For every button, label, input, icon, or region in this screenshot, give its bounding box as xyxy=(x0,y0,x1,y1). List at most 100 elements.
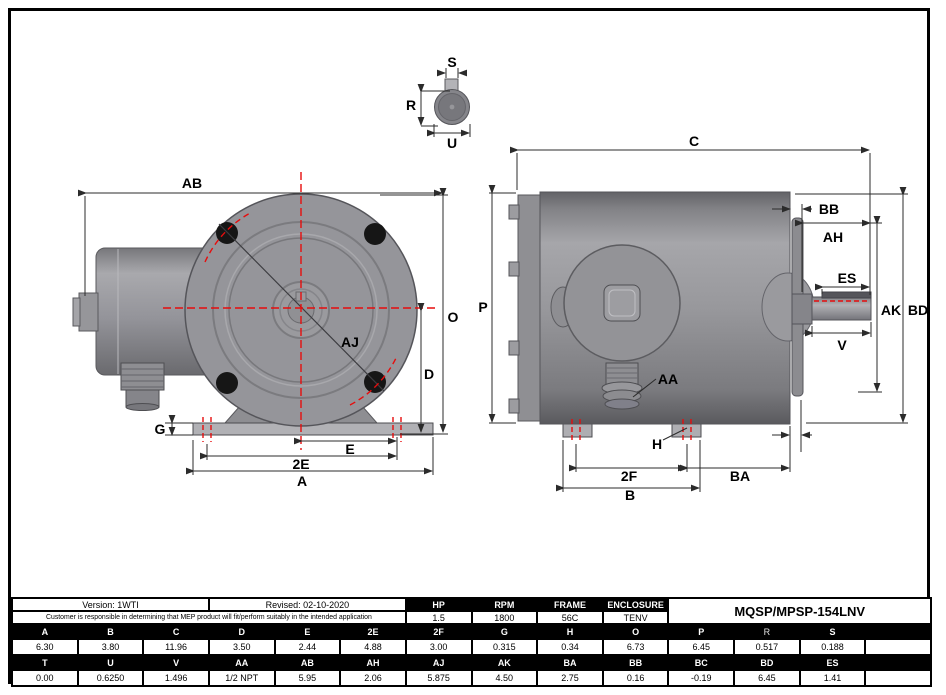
dim-value: 0.00 xyxy=(12,670,78,686)
dim-value: -0.19 xyxy=(668,670,735,686)
conduit-stub xyxy=(78,292,99,332)
shaft-center-dot xyxy=(449,104,455,110)
bolt-circle-arc xyxy=(349,355,398,406)
dim-header: O xyxy=(602,624,669,639)
dim-value: 5.875 xyxy=(405,670,472,686)
dim-label-2f: 2F xyxy=(621,468,638,484)
dim-value xyxy=(865,670,931,686)
dim-value: 6.45 xyxy=(668,639,735,655)
dim-label-c: C xyxy=(689,133,699,149)
dim-header: U xyxy=(77,655,144,670)
dim-value: 4.50 xyxy=(471,670,538,686)
dim-label-p: P xyxy=(478,299,487,315)
dim-header xyxy=(865,624,931,639)
dim-header: ES xyxy=(799,655,866,670)
dim-header: B xyxy=(77,624,144,639)
dim-value: 0.315 xyxy=(471,639,538,655)
dim-header: BA xyxy=(537,655,603,670)
dim-label-ab: AB xyxy=(182,175,202,191)
front-view-dims xyxy=(78,188,448,475)
spec-value: 1.5 xyxy=(405,611,472,624)
dim-label-ba: BA xyxy=(730,468,750,484)
dim-label-bb: BB xyxy=(819,201,839,217)
dim-value: 3.00 xyxy=(405,639,472,655)
bolt-hole xyxy=(364,223,386,245)
rear-end-plate xyxy=(517,194,541,422)
dim-header: AK xyxy=(471,655,538,670)
dim-header: E xyxy=(274,624,341,639)
bolt-hole xyxy=(216,372,238,394)
dim-label-ak: AK xyxy=(881,302,901,318)
dim-label-u: U xyxy=(447,135,457,151)
dim-value: 4.88 xyxy=(340,639,406,655)
dim-value: 1/2 NPT xyxy=(208,670,275,686)
dim-value: 3.80 xyxy=(77,639,144,655)
dim-value: 0.16 xyxy=(602,670,669,686)
technical-drawing: S R U xyxy=(72,54,928,503)
dim-header: A xyxy=(12,624,78,639)
dim-label-2e: 2E xyxy=(292,456,309,472)
dimension-table: Version: 1WTI Revised: 02-10-2020 HP RPM… xyxy=(11,597,932,687)
dim-label-o: O xyxy=(448,309,459,325)
dim-header: BC xyxy=(668,655,735,670)
spec-value: TENV xyxy=(602,611,669,624)
bolt-circle-arc xyxy=(204,211,253,263)
dim-header: 2F xyxy=(405,624,472,639)
dim-header: C xyxy=(143,624,209,639)
dim-value: 6.45 xyxy=(734,670,800,686)
dim-label-s: S xyxy=(447,54,456,70)
version-cell: Version: 1WTI xyxy=(12,598,209,611)
h-leader xyxy=(662,427,688,441)
spec-header: FRAME xyxy=(537,598,603,611)
dim-header: BB xyxy=(602,655,669,670)
dim-label-v: V xyxy=(837,337,847,353)
dim-label-g: G xyxy=(155,421,166,437)
spec-header: ENCLOSURE xyxy=(602,598,669,611)
dim-value: 1.496 xyxy=(143,670,209,686)
dim-header xyxy=(865,655,931,670)
revised-cell: Revised: 02-10-2020 xyxy=(208,598,406,611)
side-cover-square-inner xyxy=(608,289,636,317)
spec-header: RPM xyxy=(471,598,538,611)
dim-value: 11.96 xyxy=(143,639,209,655)
dim-header: AA xyxy=(208,655,275,670)
dim-header: AJ xyxy=(405,655,472,670)
dim-header: AB xyxy=(274,655,341,670)
shaft-end-view: S R U xyxy=(406,54,471,151)
side-cover-square xyxy=(603,284,641,322)
dim-header: AH xyxy=(340,655,406,670)
shaft-key xyxy=(821,291,872,299)
dim-value: 6.73 xyxy=(602,639,669,655)
dim-header: R xyxy=(734,624,800,639)
dim-label-a: A xyxy=(297,473,307,489)
side-view: C P BB AH ES AK BD V AA H 2F BA B xyxy=(478,133,928,503)
dim-label-ah: AH xyxy=(823,229,843,245)
dim-label-r: R xyxy=(406,97,416,113)
spec-header: HP xyxy=(405,598,472,611)
dim-header: V xyxy=(143,655,209,670)
rear-bolts xyxy=(508,204,520,414)
dim-value: 6.30 xyxy=(12,639,78,655)
dim-value: 0.34 xyxy=(537,639,603,655)
dim-label-bd: BD xyxy=(908,302,928,318)
dim-value: 1.41 xyxy=(799,670,866,686)
drain-fitting xyxy=(601,362,643,410)
spec-value: 56C xyxy=(537,611,603,624)
dim-value: 2.44 xyxy=(274,639,341,655)
dim-label-h: H xyxy=(652,436,662,452)
dim-value xyxy=(865,639,931,655)
conduit-fitting xyxy=(120,362,165,411)
dim-header: G xyxy=(471,624,538,639)
spec-value: 1800 xyxy=(471,611,538,624)
dim-header: S xyxy=(799,624,866,639)
dim-header: H xyxy=(537,624,603,639)
dim-label-e: E xyxy=(345,441,354,457)
dim-header: 2E xyxy=(340,624,406,639)
dim-value: 0.188 xyxy=(799,639,866,655)
dim-value: 0.517 xyxy=(734,639,800,655)
dim-header: D xyxy=(208,624,275,639)
dim-label-es: ES xyxy=(838,270,857,286)
dim-value: 3.50 xyxy=(208,639,275,655)
dim-value: 2.75 xyxy=(537,670,603,686)
